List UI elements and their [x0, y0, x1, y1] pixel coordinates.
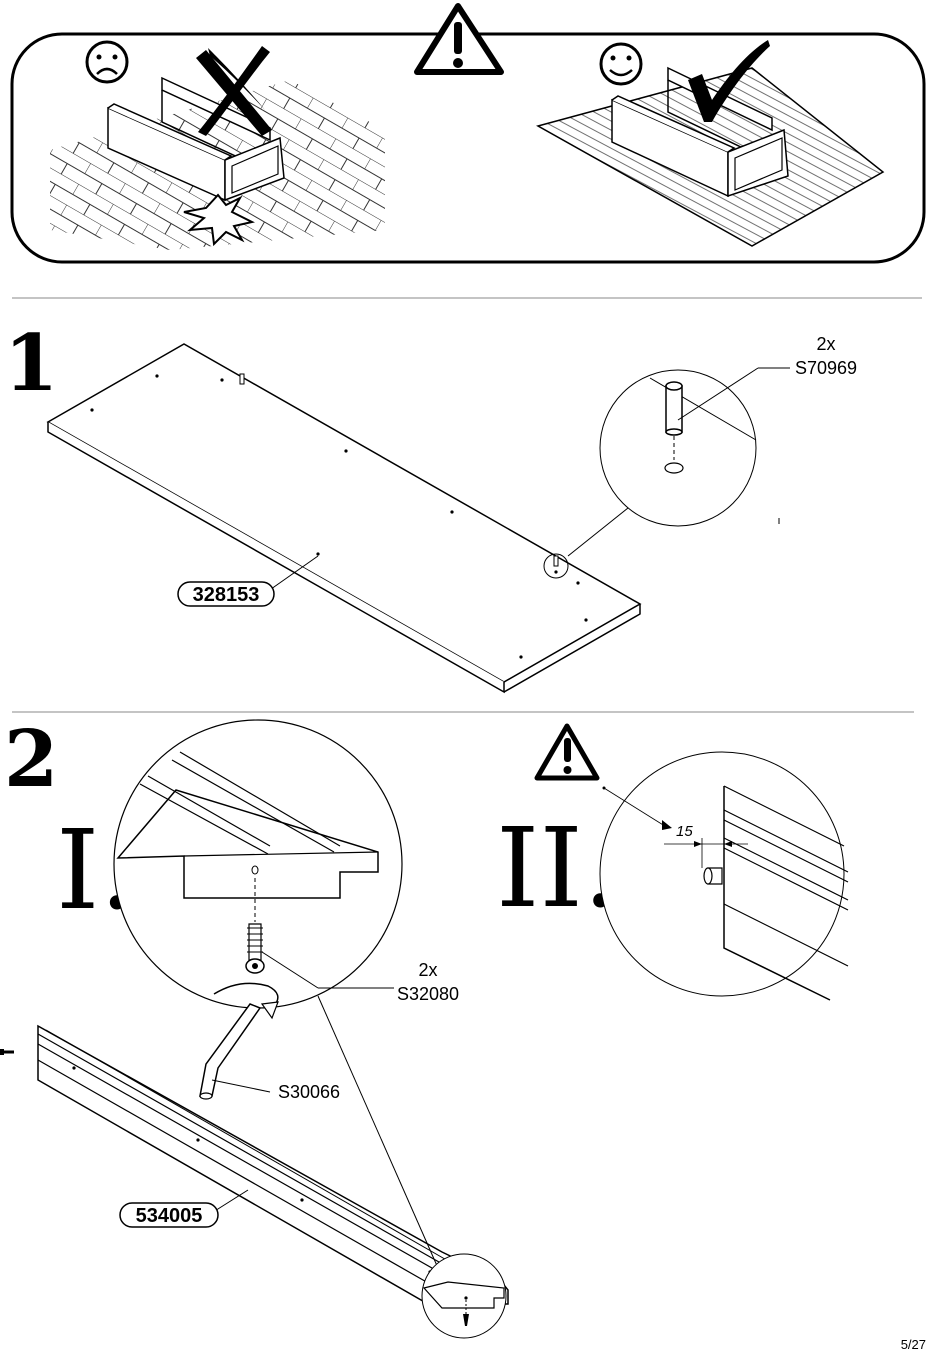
warning-triangle-icon: [417, 6, 501, 72]
tool-code: S30066: [278, 1082, 340, 1102]
rail-534005-illustration: [0, 1026, 508, 1304]
allen-key-icon: [200, 1004, 260, 1099]
depth-measurement: 15: [676, 823, 693, 840]
dowel-code: S70969: [795, 358, 857, 378]
happy-face-icon: [601, 44, 641, 84]
substep-ii-label: II.: [496, 804, 618, 932]
panel-328153-illustration: [48, 344, 640, 692]
screw-quantity: 2x: [418, 960, 437, 980]
svg-text:534005: 534005: [136, 1205, 203, 1227]
step-1: 1 328153: [4, 318, 857, 692]
screw-head-icon: [704, 868, 722, 884]
screw-icon: [246, 924, 264, 973]
part-label-534005: 534005: [120, 1190, 248, 1227]
warning-panel: [12, 6, 924, 262]
svg-text:328153: 328153: [193, 584, 260, 606]
dowel-quantity: 2x: [816, 334, 835, 354]
dowel-zoom-detail: 2x S70969: [568, 334, 857, 556]
step-2: 2 I.: [0, 714, 848, 1338]
screw-code: S32080: [397, 984, 459, 1004]
rail-end-detail: [422, 1254, 506, 1338]
screw-zoom-detail: [114, 720, 402, 1099]
sad-face-icon: [87, 42, 127, 82]
page-number: 5/27: [901, 1337, 926, 1352]
depth-zoom-detail: 15: [600, 752, 848, 1000]
step-number: 2: [4, 714, 58, 805]
step-number: 1: [4, 318, 58, 409]
warning-triangle-icon: [537, 726, 597, 778]
